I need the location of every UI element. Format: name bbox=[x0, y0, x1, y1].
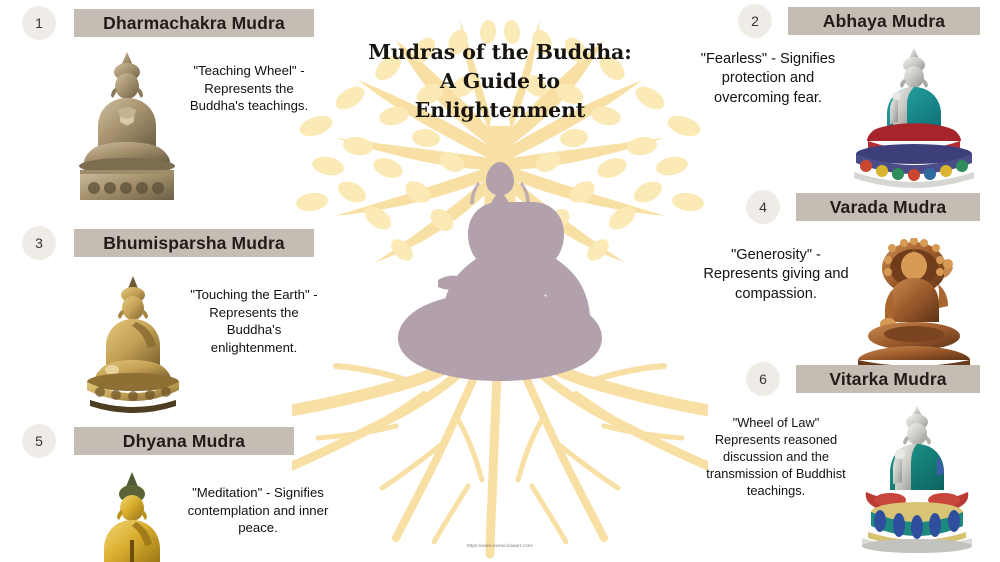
mudra-header: 4 Varada Mudra bbox=[692, 190, 992, 224]
page-title-line-1: Mudras of the Buddha: bbox=[368, 40, 632, 64]
gold-buddha-meditation-statue-image bbox=[74, 470, 190, 562]
mudra-body: "Teaching Wheel" - Represents the Buddha… bbox=[22, 40, 312, 200]
mudra-header: 5 Dhyana Mudra bbox=[22, 424, 312, 458]
mudra-body: "Wheel of Law" Represents reasoned discu… bbox=[692, 396, 992, 556]
mudra-title-bar: Bhumisparsha Mudra bbox=[74, 229, 314, 257]
page-title: Mudras of the Buddha: A Guide to Enlight… bbox=[340, 38, 660, 125]
mudra-card-abhaya: 2 Abhaya Mudra "Fearless" - Signifies pr… bbox=[692, 4, 992, 188]
silver-enamel-buddha-statue-image bbox=[852, 404, 982, 554]
tree-leaves-icon bbox=[296, 20, 704, 261]
source-url-text: https://www.exoticindiaart.com/ bbox=[466, 543, 534, 548]
mudra-number-badge: 3 bbox=[22, 226, 56, 260]
mudra-description: "Teaching Wheel" - Represents the Buddha… bbox=[189, 63, 309, 114]
bronze-buddha-teaching-statue-image bbox=[68, 48, 186, 200]
mudra-body: "Fearless" - Signifies protection and ov… bbox=[692, 38, 992, 188]
mudra-title-bar: Abhaya Mudra bbox=[788, 7, 980, 35]
mudra-card-dhyana: 5 Dhyana Mudra bbox=[22, 424, 328, 562]
mudra-number-badge: 2 bbox=[738, 4, 772, 38]
mudra-card-bhumisparsha: 3 Bhumisparsha Mudra bbox=[22, 226, 318, 415]
mudra-body: "Touching the Earth" - Represents the Bu… bbox=[22, 260, 318, 415]
mudra-card-varada: 4 Varada Mudra "Generosity" - Represents… bbox=[692, 190, 992, 374]
page-title-line-3: Enlightenment bbox=[414, 98, 586, 123]
mudra-header: 2 Abhaya Mudra bbox=[692, 4, 992, 38]
mudra-description: "Generosity" - Represents giving and com… bbox=[703, 247, 849, 302]
mudra-number-badge: 4 bbox=[746, 190, 780, 224]
mudra-header: 3 Bhumisparsha Mudra bbox=[22, 226, 314, 260]
mudra-description: "Meditation" - Signifies contemplation a… bbox=[187, 485, 329, 536]
mudra-number-badge: 1 bbox=[22, 6, 56, 40]
brass-buddha-earth-touching-statue-image bbox=[74, 274, 192, 414]
mudra-header: 6 Vitarka Mudra bbox=[692, 362, 992, 396]
mudra-header: 1 Dharmachakra Mudra bbox=[22, 6, 314, 40]
mudra-title-bar: Vitarka Mudra bbox=[796, 365, 980, 393]
tree-of-life-buddha-illustration bbox=[292, 6, 708, 562]
mudra-title-bar: Varada Mudra bbox=[796, 193, 980, 221]
mudra-body: "Meditation" - Signifies contemplation a… bbox=[22, 458, 328, 562]
mudra-title-bar: Dharmachakra Mudra bbox=[74, 9, 314, 37]
mudra-number-badge: 5 bbox=[22, 424, 56, 458]
mudra-body: "Generosity" - Represents giving and com… bbox=[692, 224, 992, 374]
mudra-card-vitarka: 6 Vitarka Mudra "Wheel of Law" Represent… bbox=[692, 362, 992, 556]
page-title-line-2: A Guide to bbox=[440, 69, 560, 94]
silver-turquoise-buddha-statue-image bbox=[844, 46, 984, 188]
mudra-description: "Wheel of Law" Represents reasoned discu… bbox=[706, 415, 846, 499]
mudra-number-badge: 6 bbox=[746, 362, 780, 396]
mudra-card-dharmachakra: 1 Dharmachakra Mudra bbox=[22, 6, 314, 200]
mudra-description: "Touching the Earth" - Represents the Bu… bbox=[190, 287, 318, 355]
buddha-silhouette-icon bbox=[398, 162, 602, 381]
mudra-description: "Fearless" - Signifies protection and ov… bbox=[700, 51, 836, 106]
copper-bodhisattva-statue-image bbox=[852, 238, 976, 372]
mudra-title-bar: Dhyana Mudra bbox=[74, 427, 294, 455]
